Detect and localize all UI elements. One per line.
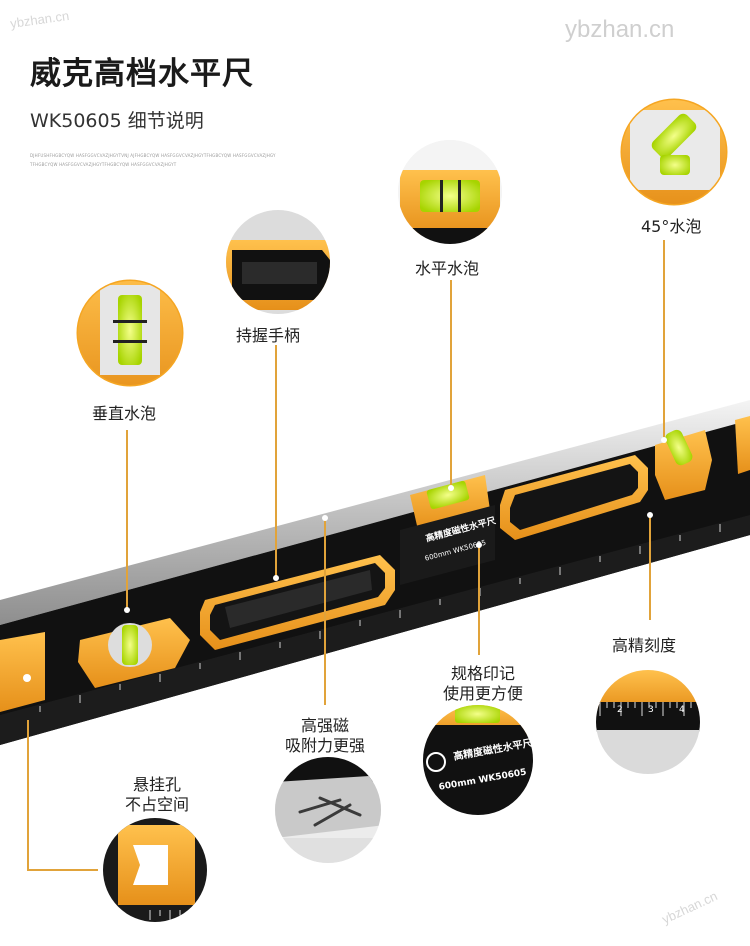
- page-subtitle: WK50605 细节说明: [30, 110, 204, 132]
- watermark-top-right: ybzhan.cn: [565, 16, 675, 43]
- label-spec-marking: 规格印记 使用更方便: [438, 664, 528, 704]
- label-45-bubble: 45°水泡: [641, 217, 702, 236]
- scale-number-3: 3: [648, 705, 654, 715]
- scale-number-2: 2: [617, 705, 623, 715]
- label-hang-hole: 悬挂孔 不占空间: [117, 775, 197, 815]
- label-horizontal-bubble: 水平水泡: [415, 259, 480, 278]
- label-precision-scale: 高精刻度: [612, 636, 677, 655]
- fine-print-line-1: DJHFUSHFHGBCYQW HASFGGVCVAZJHGYTVNJ AJFH…: [30, 153, 276, 158]
- label-spec-marking-line2: 使用更方便: [442, 684, 523, 703]
- page-title: 威克高档水平尺: [30, 56, 254, 92]
- label-hang-hole-line2: 不占空间: [124, 795, 189, 814]
- label-spec-marking-line1: 规格印记: [450, 664, 515, 683]
- label-magnet: 高强磁 吸附力更强: [275, 716, 375, 756]
- fine-print-line-2: TFHGBCYQW HASFGGVCVAZJHGYTFHGBCYQW HASFG…: [30, 162, 177, 167]
- label-magnet-line2: 吸附力更强: [284, 736, 365, 755]
- scale-number-4: 4: [679, 705, 685, 715]
- label-hang-hole-line1: 悬挂孔: [132, 775, 181, 794]
- label-vertical-bubble: 垂直水泡: [92, 404, 157, 423]
- label-handle: 持握手柄: [236, 326, 301, 345]
- label-magnet-line1: 高强磁: [300, 716, 349, 735]
